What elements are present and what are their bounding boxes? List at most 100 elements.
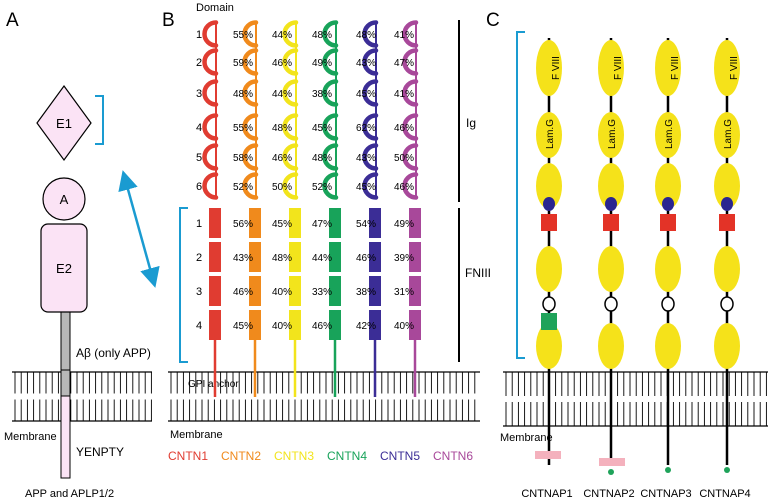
e2-label: E2 bbox=[56, 261, 72, 276]
laminin-g-domain bbox=[536, 323, 562, 369]
ig-domain-number: 2 bbox=[196, 57, 202, 69]
ig-domain bbox=[282, 113, 299, 141]
fn-domain-number: 1 bbox=[196, 218, 202, 230]
fn3-domain bbox=[409, 276, 421, 306]
egf-domain bbox=[721, 197, 733, 211]
ig-identity-value: 48% bbox=[272, 123, 292, 134]
ig-domain bbox=[202, 48, 219, 76]
fn3-domain bbox=[289, 310, 301, 340]
ig-domain-number: 3 bbox=[196, 88, 202, 100]
ig-domain bbox=[322, 113, 339, 141]
membrane-label-a: Membrane bbox=[4, 431, 57, 443]
a-label: A bbox=[60, 192, 69, 207]
ig-identity-value: 55% bbox=[233, 123, 253, 134]
e2-domain bbox=[40, 223, 88, 313]
fn3-domain bbox=[329, 276, 341, 306]
contactin-cntn2 bbox=[242, 20, 261, 397]
ig-domain bbox=[322, 48, 339, 76]
domain-header: Domain bbox=[196, 2, 234, 14]
membranes bbox=[12, 371, 768, 427]
laminin-g-domain bbox=[598, 323, 624, 369]
cytoplasmic-tail bbox=[60, 395, 71, 479]
fn-identity-value: 46% bbox=[233, 287, 253, 298]
fn-identity-value: 54% bbox=[356, 219, 376, 230]
contactin-name: CNTN6 bbox=[433, 449, 473, 463]
lamg-label: Lam.G bbox=[607, 119, 618, 149]
lamg-label: Lam.G bbox=[664, 119, 675, 149]
ig-identity-value: 44% bbox=[272, 30, 292, 41]
laminin-g-domain bbox=[714, 112, 740, 158]
e1-domain bbox=[36, 84, 92, 162]
fviii-label: F VIII bbox=[551, 56, 562, 80]
membrane-a bbox=[12, 371, 152, 422]
fn3-domain bbox=[289, 242, 301, 272]
fn3-domain bbox=[329, 242, 341, 272]
egf-like-domain bbox=[542, 296, 556, 312]
fn-identity-value: 46% bbox=[356, 253, 376, 264]
lamg-label: Lam.G bbox=[545, 119, 556, 149]
contactin-name: CNTN2 bbox=[221, 449, 261, 463]
cntnap-name: CNTNAP3 bbox=[640, 488, 691, 499]
fn-domain-number: 4 bbox=[196, 320, 202, 332]
fn-identity-value: 43% bbox=[233, 253, 253, 264]
laminin-g-domain bbox=[714, 246, 740, 292]
cntnap-name: CNTNAP2 bbox=[583, 488, 634, 499]
panel-c-letter: C bbox=[486, 10, 500, 31]
panel-a-letter: A bbox=[6, 10, 19, 31]
ig-identity-value: 62% bbox=[356, 123, 376, 134]
egf-like-domain bbox=[661, 296, 675, 312]
fn3-domain bbox=[289, 208, 301, 238]
fn3-domain bbox=[369, 208, 381, 238]
fn-identity-value: 47% bbox=[312, 219, 332, 230]
laminin-g-domain bbox=[655, 112, 681, 158]
fn-identity-value: 44% bbox=[312, 253, 332, 264]
ig-identity-value: 48% bbox=[233, 89, 253, 100]
ig-domain-number: 4 bbox=[196, 122, 202, 134]
ig-domain-number: 5 bbox=[196, 152, 202, 164]
ig-identity-value: 52% bbox=[312, 182, 332, 193]
fn3-domain bbox=[249, 276, 261, 306]
ig-domain bbox=[282, 172, 299, 200]
fviii-label: F VIII bbox=[729, 56, 740, 80]
fn3-domain bbox=[249, 208, 261, 238]
pdz-binding-site bbox=[724, 467, 730, 473]
ig-identity-value: 50% bbox=[272, 182, 292, 193]
laminin-g-domain bbox=[536, 246, 562, 292]
panel-b: Domain Ig FNIII GPI anchor Membrane 1234… bbox=[168, 2, 491, 463]
fn-identity-value: 39% bbox=[394, 253, 414, 264]
protein-4.1-binding-site bbox=[535, 451, 561, 459]
fn3-domain bbox=[249, 242, 261, 272]
contactin-cntn3 bbox=[282, 20, 301, 397]
ig-domain bbox=[282, 20, 299, 48]
homology-arrow bbox=[118, 170, 160, 288]
ig-domain bbox=[202, 79, 219, 107]
laminin-g-domain bbox=[536, 163, 562, 209]
ig-domain bbox=[362, 79, 379, 107]
contactin-cntn5 bbox=[362, 20, 381, 397]
extra-domain bbox=[541, 313, 557, 330]
egf-like-domain bbox=[604, 296, 618, 312]
membrane-label-c: Membrane bbox=[500, 432, 553, 444]
ig-domain bbox=[322, 143, 339, 171]
protein-4.1-binding-site bbox=[599, 458, 625, 466]
ig-domain bbox=[202, 143, 219, 171]
fn-domain-number: 2 bbox=[196, 252, 202, 264]
laminin-g-domain bbox=[655, 163, 681, 209]
panel-b-letter: B bbox=[162, 10, 175, 31]
laminin-g-domain bbox=[655, 323, 681, 369]
membrane-c bbox=[503, 371, 768, 427]
cntnap-name: CNTNAP4 bbox=[699, 488, 750, 499]
fn-identity-value: 33% bbox=[312, 287, 332, 298]
contactin-name: CNTN3 bbox=[274, 449, 314, 463]
ig-identity-value: 46% bbox=[272, 58, 292, 69]
ig-identity-value: 45% bbox=[312, 123, 332, 134]
ig-domain bbox=[362, 143, 379, 171]
ig-domain bbox=[242, 113, 259, 141]
fn-identity-value: 31% bbox=[394, 287, 414, 298]
ig-domain bbox=[282, 143, 299, 171]
laminin-g-domain bbox=[598, 40, 624, 96]
ig-identity-value: 46% bbox=[272, 153, 292, 164]
